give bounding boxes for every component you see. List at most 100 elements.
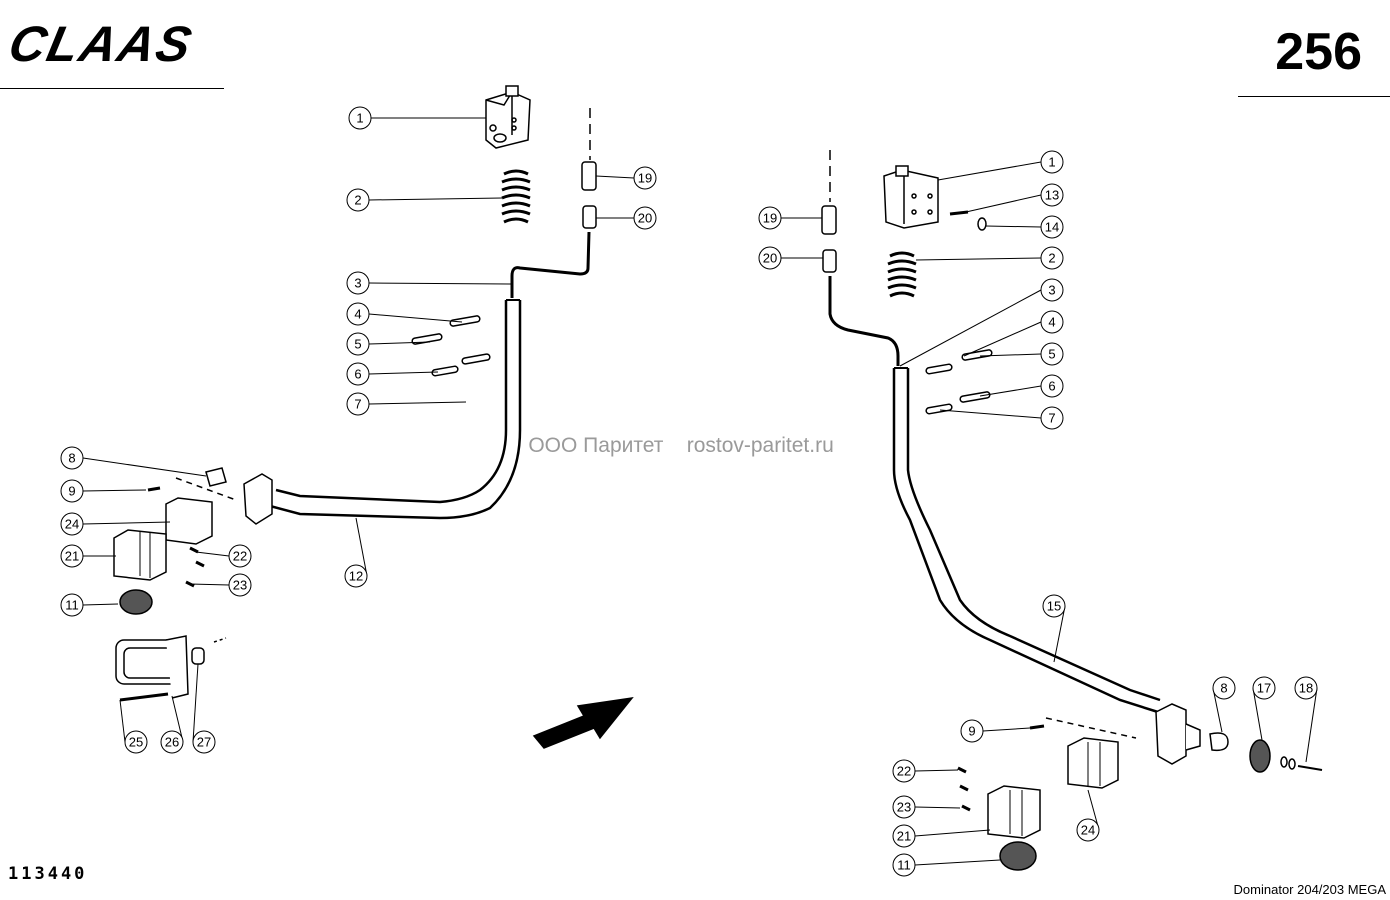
callout-number: 24	[1081, 823, 1095, 838]
callout-bubble	[1040, 183, 1064, 207]
callout-number: 9	[968, 724, 975, 739]
leader-line	[1053, 605, 1066, 663]
leader-line	[985, 225, 1042, 228]
callout-bubble	[758, 206, 782, 230]
callout-number: 8	[68, 451, 75, 466]
callout-bubble	[892, 795, 916, 819]
callout-number: 11	[65, 598, 79, 613]
callout-bubble	[1294, 676, 1318, 700]
callout-bubble	[1076, 818, 1100, 842]
callout-bubble	[960, 719, 984, 743]
leader-line	[915, 257, 1042, 261]
callout-bubble	[60, 479, 84, 503]
screw-part-9-left	[147, 486, 161, 492]
leader-line	[595, 175, 635, 179]
leader-line	[914, 769, 959, 772]
bulb-22-left	[189, 546, 205, 568]
callout-bubble	[346, 188, 370, 212]
callout-number: 7	[354, 397, 361, 412]
callout-bubble	[346, 392, 370, 416]
callout-number: 1	[1048, 155, 1055, 170]
leader-line	[82, 457, 207, 477]
callout-bubble	[1040, 374, 1064, 398]
callout-bubble	[346, 302, 370, 326]
leader-line	[965, 194, 1042, 213]
bracket-part-left	[485, 85, 531, 149]
lamp-plate-left	[243, 473, 273, 525]
pin-part-4-left	[449, 315, 481, 327]
callout-number: 23	[233, 578, 247, 593]
callout-number: 3	[354, 276, 361, 291]
callout-number: 7	[1048, 411, 1055, 426]
leader-line	[979, 385, 1042, 397]
callout-number: 14	[1045, 220, 1059, 235]
bracket-part-right	[883, 165, 939, 229]
callout-bubble	[124, 730, 148, 754]
watermark-text: ООО Паритет rostov-paritet.ru	[505, 410, 833, 482]
callout-number: 1	[356, 111, 363, 126]
connector-19-right	[821, 205, 837, 235]
callout-bubble	[892, 759, 916, 783]
leader-line	[368, 282, 513, 285]
leader-line	[1212, 687, 1223, 733]
left-lamp-bracket-assembly	[113, 85, 634, 749]
leader-line	[368, 401, 467, 405]
sleeve-20-right	[822, 249, 837, 273]
nut-part-8-right	[1209, 732, 1229, 752]
washer-14-right	[977, 217, 987, 231]
callout-number: 5	[354, 337, 361, 352]
callout-bubble	[346, 271, 370, 295]
leader-line	[119, 699, 126, 743]
leader-line	[979, 353, 1042, 357]
leader-line	[189, 583, 230, 586]
callout-number: 23	[897, 800, 911, 815]
callout-number: 26	[165, 735, 179, 750]
machine-model: Dominator 204/203 MEGA	[1233, 882, 1386, 897]
leader-line	[368, 197, 503, 201]
callout-bubble	[344, 564, 368, 588]
cable-part-left	[510, 231, 591, 298]
callout-number: 25	[129, 735, 143, 750]
callout-number: 6	[1048, 379, 1055, 394]
callout-bubble	[1040, 310, 1064, 334]
callout-number: 12	[349, 569, 363, 584]
lens-11-right	[999, 841, 1037, 871]
screw-18-right	[1280, 756, 1323, 771]
page-number: 256	[1275, 23, 1362, 81]
callout-bubble	[160, 730, 184, 754]
callout-bubble	[60, 446, 84, 470]
callout-number: 18	[1299, 681, 1313, 696]
callout-number: 13	[1045, 188, 1059, 203]
callout-number: 27	[197, 735, 211, 750]
lens-17-right	[1249, 739, 1271, 773]
callout-number: 6	[354, 367, 361, 382]
callout-bubble	[1040, 406, 1064, 430]
callout-bubble	[228, 544, 252, 568]
leader-line	[82, 521, 171, 525]
lamp-21-right	[987, 785, 1041, 839]
leader-line	[82, 603, 119, 606]
nut-part-8-left	[205, 467, 227, 487]
lamp-housing-24-left	[165, 497, 213, 545]
callout-number: 20	[638, 211, 652, 226]
connector-19-left	[581, 161, 597, 191]
leader-line	[171, 695, 184, 743]
leader-line	[914, 859, 1001, 866]
watermark-company: ООО Паритет	[528, 434, 664, 457]
callout-number: 9	[68, 484, 75, 499]
callout-number: 24	[65, 517, 79, 532]
pin-part-7-left	[461, 353, 491, 365]
cable-part-right	[828, 276, 900, 366]
callout-bubble	[1040, 278, 1064, 302]
leader-line	[368, 341, 431, 345]
callout-number: 22	[233, 549, 247, 564]
callout-bubble	[192, 730, 216, 754]
callout-number: 22	[897, 764, 911, 779]
callout-number: 19	[763, 211, 777, 226]
leader-line	[195, 551, 230, 557]
header-rule-left	[0, 88, 224, 89]
callout-bubble	[1040, 150, 1064, 174]
lamp-guard-left	[115, 635, 227, 702]
